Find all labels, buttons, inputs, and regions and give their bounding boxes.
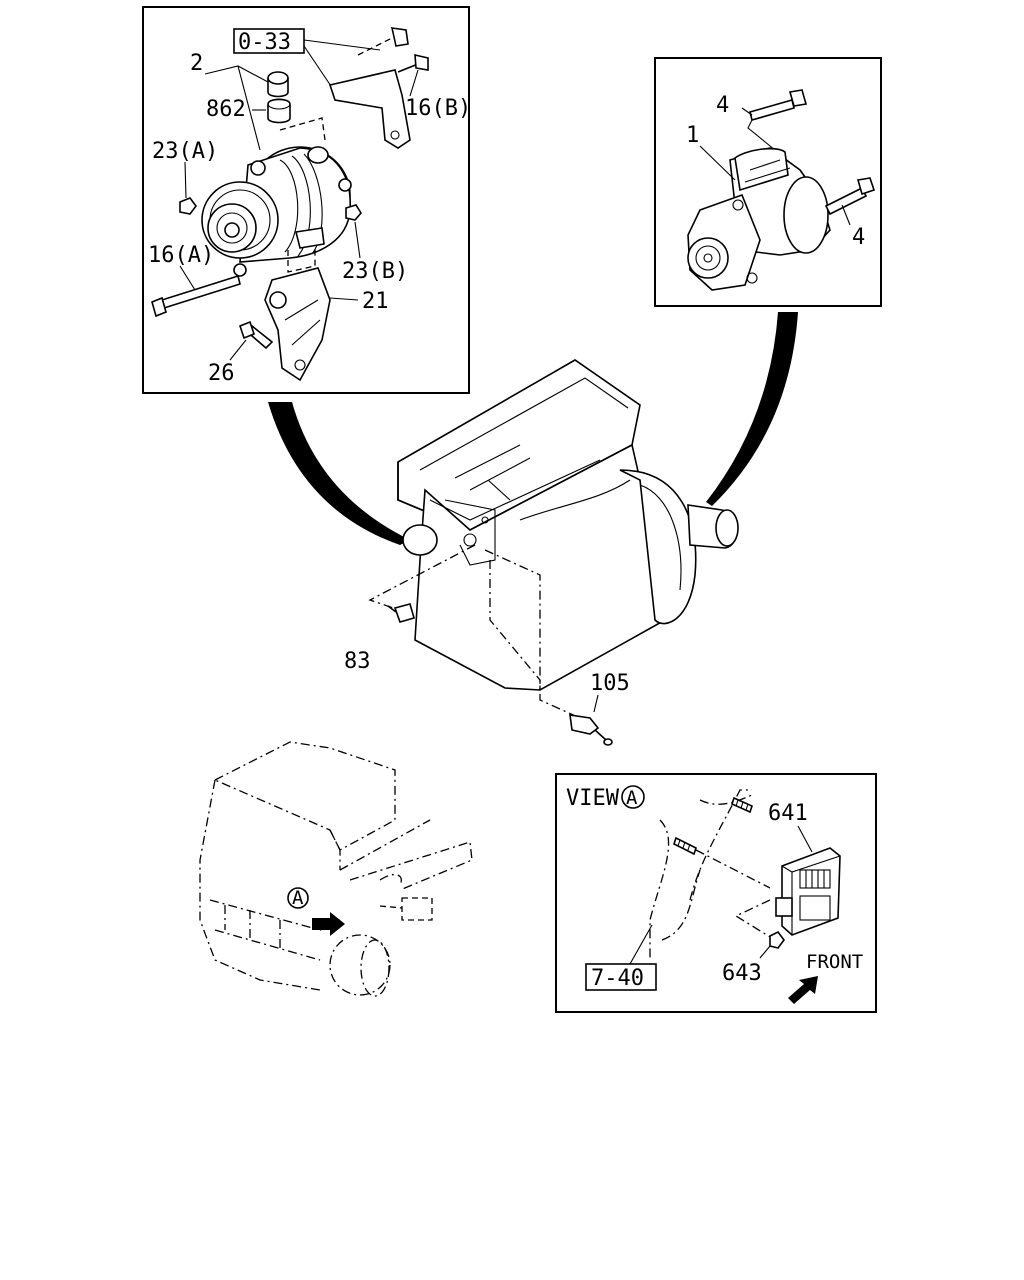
view-a-title: VIEW — [566, 786, 620, 811]
alternator-callout-connector — [268, 402, 410, 545]
front-arrow-icon — [788, 976, 818, 1004]
sensor-105-icon — [569, 714, 613, 746]
starter-callout-connector — [706, 312, 798, 506]
label-part-26: 26 — [208, 361, 235, 386]
front-indicator-label: FRONT — [806, 951, 863, 973]
label-part-23a: 23(A) — [152, 139, 218, 164]
label-part-862: 862 — [206, 97, 246, 122]
bolt-83-icon — [387, 603, 415, 623]
view-a-inset: VIEW A 641 643 7-40 FRONT — [555, 773, 877, 1013]
label-part-2: 2 — [190, 51, 203, 76]
truck-view-arrow-icon — [312, 912, 345, 936]
label-part-16a: 16(A) — [148, 243, 214, 268]
label-part-4-top: 4 — [716, 93, 729, 118]
label-part-16b: 16(B) — [405, 96, 471, 121]
label-part-643: 643 — [722, 961, 762, 986]
label-ref-7-40: 7-40 — [591, 966, 644, 991]
label-part-1: 1 — [686, 123, 699, 148]
view-a-letter: A — [626, 787, 638, 809]
label-part-4-right: 4 — [852, 225, 865, 250]
engine-block — [368, 359, 739, 719]
label-part-23b: 23(B) — [342, 259, 408, 284]
label-part-641: 641 — [768, 801, 808, 826]
label-part-105: 105 — [590, 671, 630, 696]
truck-view-a-marker: A — [292, 887, 304, 909]
starter-inset: 4 1 4 — [654, 57, 882, 307]
label-ref-0-33: 0-33 — [238, 30, 291, 55]
alternator-inset: 0-33 16(B) 2 862 — [142, 6, 471, 394]
label-part-83: 83 — [344, 649, 371, 674]
truck-sketch: A — [199, 741, 473, 997]
label-part-21: 21 — [362, 289, 389, 314]
